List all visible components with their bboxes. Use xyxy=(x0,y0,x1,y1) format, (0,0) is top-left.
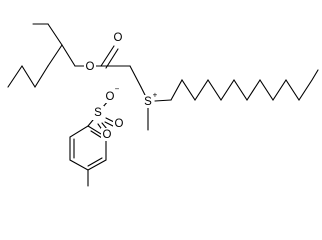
chemical-structure: O O S + S O − O O xyxy=(7,23,319,187)
sulfonate-charge-label: − xyxy=(115,85,120,94)
bond xyxy=(154,99,172,102)
label-background xyxy=(112,31,124,44)
double-bond xyxy=(100,45,115,67)
dodecyl-zigzag xyxy=(170,69,319,102)
ring-outline xyxy=(69,125,107,171)
carbonyl-oxygen-label: O xyxy=(114,32,123,44)
sulfonate-oxygen-label: O xyxy=(115,118,124,130)
aromatic-double-bond xyxy=(90,130,103,139)
bond xyxy=(34,65,49,88)
label-background xyxy=(113,117,125,130)
sulfonate-oxygen-negative-label: O xyxy=(106,91,115,103)
aromatic-double-bond xyxy=(87,157,103,167)
double-bond xyxy=(105,48,119,69)
sulfonate-oxygen-label: O xyxy=(103,129,112,141)
atom-labels: O O S + S O − O O xyxy=(84,31,158,141)
ester-oxygen-label: O xyxy=(86,61,95,73)
bond xyxy=(87,119,94,127)
label-background xyxy=(101,128,113,141)
ethylhexyl-group xyxy=(7,23,85,88)
bond xyxy=(47,44,63,67)
benzene-ring xyxy=(69,125,107,187)
ester-group xyxy=(95,45,146,96)
sulfonium-sulfur-label: S xyxy=(144,96,152,108)
sulfonium-bonds xyxy=(147,99,172,131)
label-background xyxy=(84,60,96,73)
sulfonate-sulfur-label: S xyxy=(94,107,102,119)
sulfonium-charge-label: + xyxy=(153,91,158,100)
label-background xyxy=(104,90,116,103)
bond xyxy=(7,65,23,88)
bond xyxy=(140,86,146,96)
bond xyxy=(47,23,63,46)
dodecyl-chain xyxy=(170,69,319,102)
bond xyxy=(61,44,76,67)
structure-canvas: O O S + S O − O O xyxy=(7,23,319,187)
label-background xyxy=(92,106,104,120)
bond xyxy=(129,65,142,88)
label-background xyxy=(142,95,154,108)
bond xyxy=(21,65,36,88)
